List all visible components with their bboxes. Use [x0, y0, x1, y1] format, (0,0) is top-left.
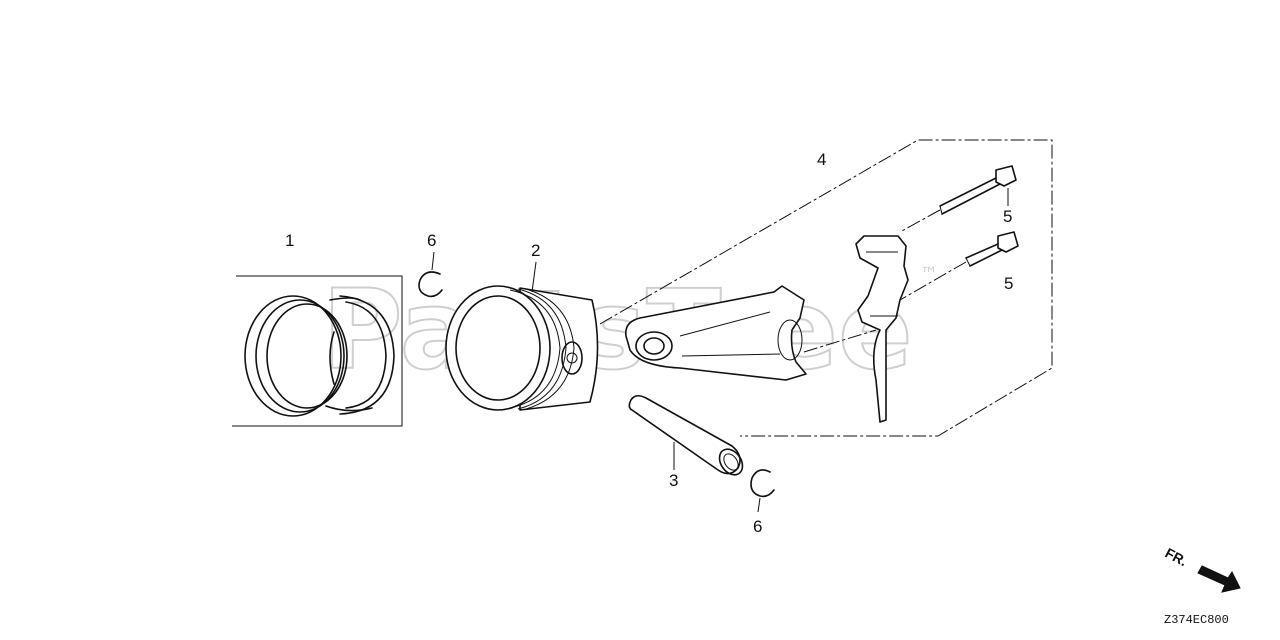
callout-5-lower: 5 [1004, 274, 1013, 293]
callout-6-lower: 6 [753, 517, 762, 536]
part-bolt-lower[interactable] [965, 231, 1019, 267]
connecting-rod-bracket [599, 139, 1053, 437]
bolt-guide-upper [899, 209, 941, 233]
ring-set-bracket [232, 275, 403, 427]
callout-5-upper: 5 [1003, 207, 1012, 226]
callout-6-upper: 6 [427, 231, 436, 250]
bolt-guide-lower [899, 261, 967, 301]
part-bolt-upper[interactable] [939, 165, 1017, 215]
leader-2 [531, 261, 537, 293]
part-piston[interactable] [445, 285, 599, 411]
part-connecting-rod[interactable] [624, 285, 807, 381]
callout-2: 2 [531, 241, 540, 260]
callout-4: 4 [817, 150, 826, 169]
watermark-text: PartsTree [322, 266, 913, 394]
part-circlip-left[interactable] [418, 271, 443, 298]
arrow-right-down-icon [1197, 565, 1241, 593]
watermark-tm: ™ [920, 264, 938, 285]
diagram-code: Z374EC800 [1164, 613, 1229, 627]
part-rod-cap[interactable] [855, 235, 909, 423]
part-piston-ring-set[interactable] [232, 275, 403, 427]
callout-1: 1 [285, 231, 294, 250]
direction-label: FR. [1163, 545, 1190, 570]
callout-3: 3 [669, 471, 678, 490]
leader-6a [431, 251, 435, 271]
direction-indicator: FR. [1163, 545, 1241, 593]
part-piston-pin[interactable] [628, 394, 747, 479]
part-circlip-right[interactable] [750, 469, 775, 498]
rod-cap-guide [803, 329, 877, 353]
leader-6b [757, 497, 761, 513]
